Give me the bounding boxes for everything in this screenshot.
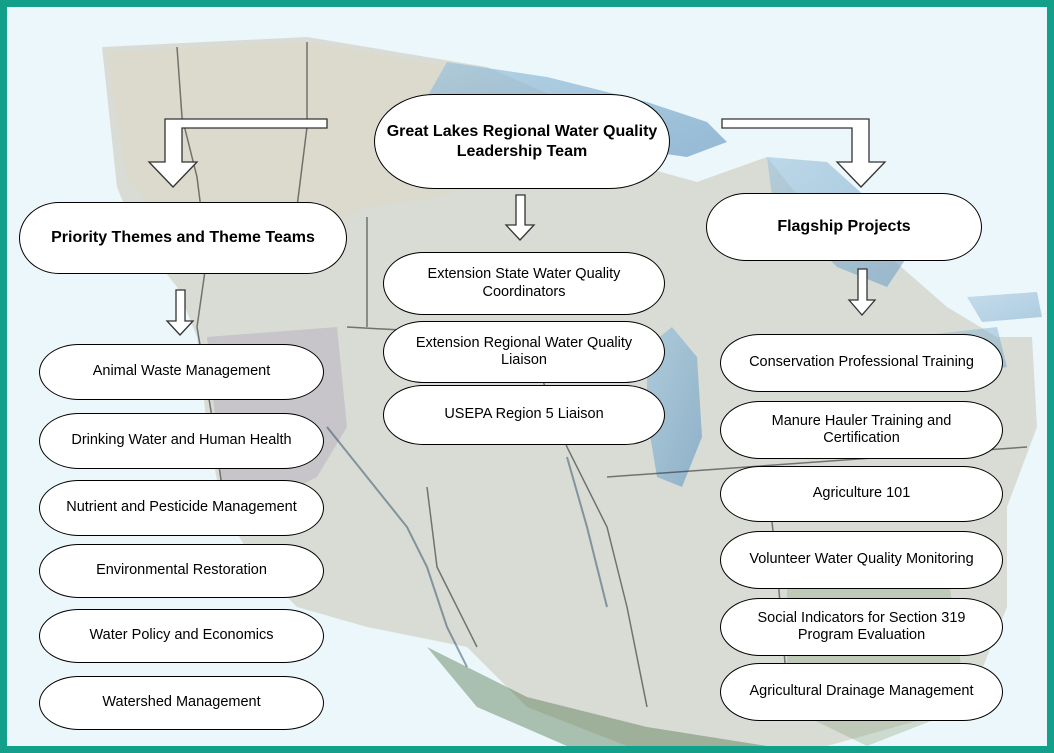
right-item-node: Volunteer Water Quality Monitoring xyxy=(720,531,1003,589)
right-item-node: Agriculture 101 xyxy=(720,466,1003,522)
left-item-node: Water Policy and Economics xyxy=(39,609,324,663)
diagram-panel: Great Lakes Regional Water Quality Leade… xyxy=(7,7,1047,746)
right-header-node: Flagship Projects xyxy=(706,193,982,261)
connector-arrows xyxy=(147,118,887,336)
left-item-node: Environmental Restoration xyxy=(39,544,324,598)
arrow-right-down-icon xyxy=(721,118,887,188)
arrow-down-icon xyxy=(847,268,877,316)
left-item-node: Drinking Water and Human Health xyxy=(39,413,324,469)
right-item-node: Conservation Professional Training xyxy=(720,334,1003,392)
left-header-node: Priority Themes and Theme Teams xyxy=(19,202,347,274)
root-node: Great Lakes Regional Water Quality Leade… xyxy=(374,94,670,189)
center-item-node: USEPA Region 5 Liaison xyxy=(383,385,665,445)
arrow-down-icon xyxy=(165,289,195,336)
right-item-node: Manure Hauler Training and Certification xyxy=(720,401,1003,459)
arrow-left-down-icon xyxy=(147,118,328,188)
left-item-node: Nutrient and Pesticide Management xyxy=(39,480,324,536)
center-item-node: Extension State Water Quality Coordinato… xyxy=(383,252,665,315)
right-item-node: Social Indicators for Section 319 Progra… xyxy=(720,598,1003,656)
left-item-node: Animal Waste Management xyxy=(39,344,324,400)
arrow-down-icon xyxy=(504,194,536,241)
center-item-node: Extension Regional Water Quality Liaison xyxy=(383,321,665,383)
left-item-node: Watershed Management xyxy=(39,676,324,730)
right-item-node: Agricultural Drainage Management xyxy=(720,663,1003,721)
